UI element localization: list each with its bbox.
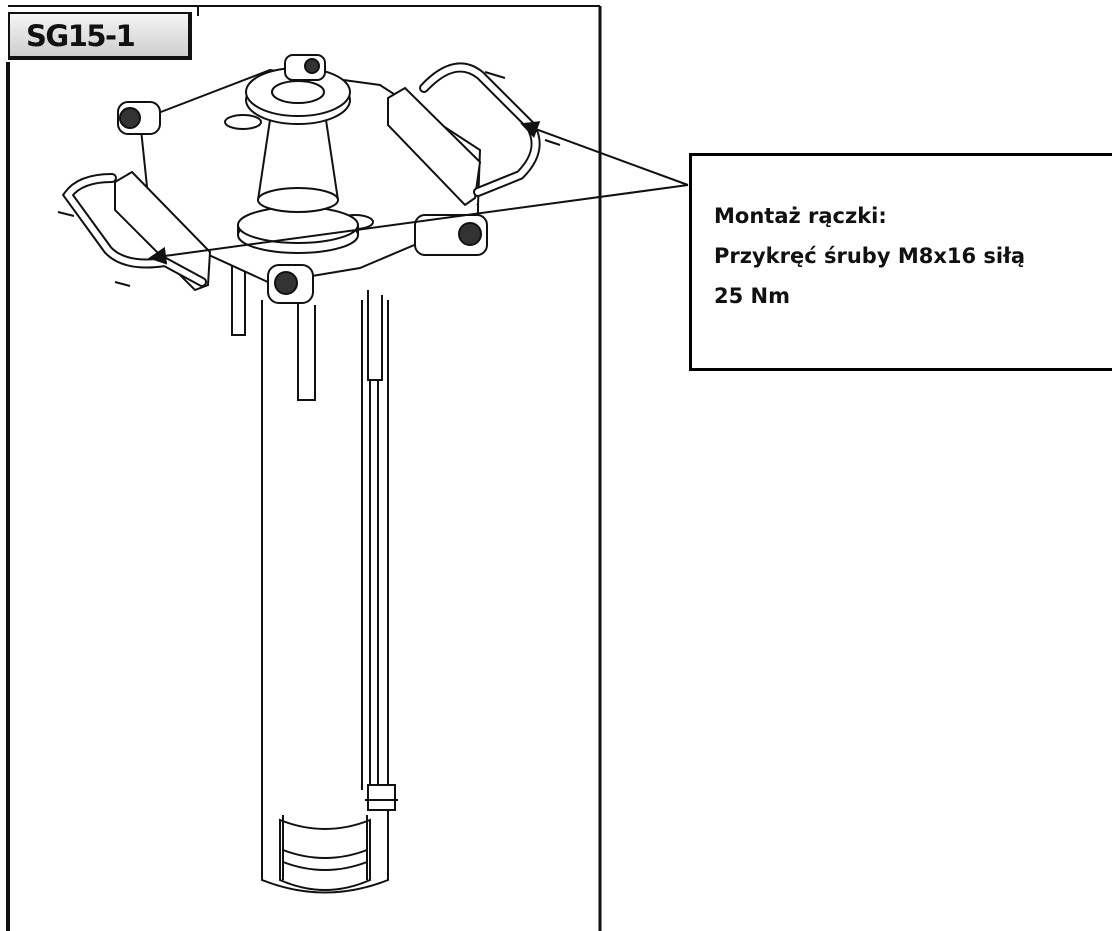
callout-box: Montaż rączki: Przykręć śruby M8x16 siłą… bbox=[689, 153, 1112, 371]
callout-line-1: Montaż rączki: bbox=[714, 204, 887, 228]
lift-column bbox=[261, 300, 398, 894]
center-hub bbox=[237, 67, 359, 254]
guide-rollers bbox=[117, 54, 488, 304]
figure-label: SG15-1 bbox=[26, 19, 136, 53]
callout-line-3: 25 Nm bbox=[714, 284, 790, 308]
right-handle bbox=[387, 62, 561, 207]
callout-text: Montaż rączki: Przykręć śruby M8x16 siłą… bbox=[714, 196, 1025, 316]
figure-label-tag: SG15-1 bbox=[8, 12, 192, 60]
drawing-frame bbox=[6, 5, 602, 931]
support-legs bbox=[231, 255, 383, 401]
callout-line-2: Przykręć śruby M8x16 siłą bbox=[714, 244, 1026, 268]
leader-arrows bbox=[148, 121, 689, 265]
